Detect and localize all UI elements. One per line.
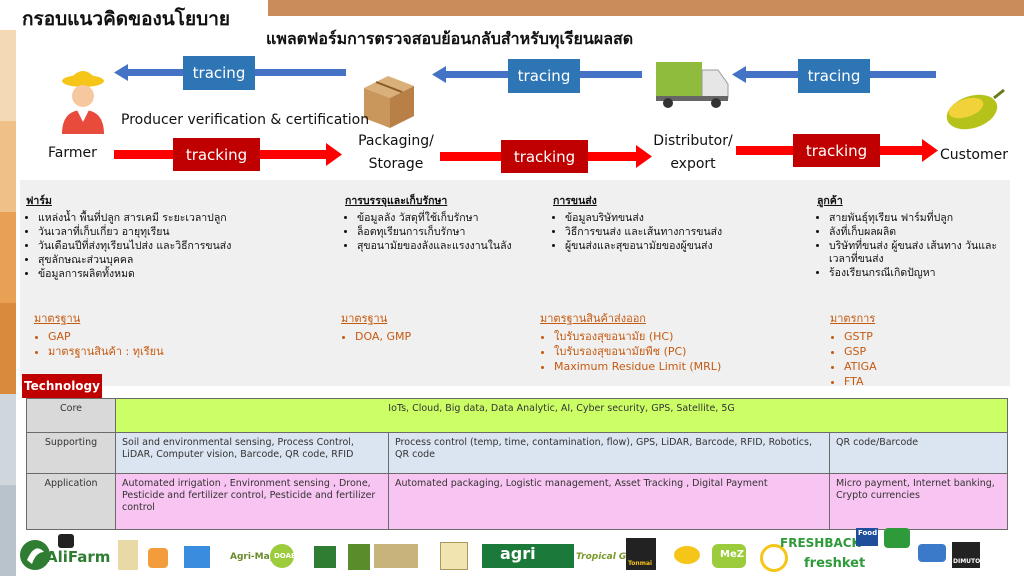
node-packaging: Packaging/Storage (358, 133, 434, 172)
freshback-logo: FRESHBACK (780, 536, 861, 550)
farmer-icon (62, 71, 104, 134)
durian-icon (946, 88, 1005, 130)
partner-logo-strip: AliFarm Agri-Map DOAE agri Tropical Gree… (18, 528, 1018, 576)
tech-row-core: Core IoTs, Cloud, Big data, Data Analyti… (26, 398, 1008, 433)
tracing-label-1: tracing (192, 64, 246, 82)
partner-logo-icon (348, 544, 370, 570)
tech-row-label: Supporting (26, 432, 116, 474)
partner-logo-icon (184, 546, 210, 568)
partner-logo-icon (374, 544, 418, 568)
tech-cell: Soil and environmental sensing, Process … (115, 432, 389, 474)
tracing-arrow-1 (114, 56, 346, 90)
node-customer: Customer (940, 147, 1009, 163)
freshket-logo: freshket (804, 556, 866, 571)
top-accent-bar (268, 0, 1024, 16)
doae-logo: DOAE (274, 552, 296, 560)
standards-export: มาตรฐานสินค้าส่งออก ใบรับรองสุขอนามัย (H… (540, 309, 790, 374)
agri-logo-bg (482, 544, 574, 568)
dimuto-logo: DIMUTO (953, 558, 981, 565)
dimuto-logo-icon (952, 542, 980, 568)
tonmai-logo-icon (626, 538, 656, 570)
mez-logo: MeZ (720, 549, 744, 560)
info-column-packaging: การบรรจุและเก็บรักษา ข้อมูลลัง วัสดุที่ใ… (345, 192, 540, 254)
doae-logo-icon (270, 544, 294, 568)
partner-logo-icon (918, 544, 946, 562)
standards-farm: มาตรฐาน GAP มาตรฐานสินค้า : ทุเรียน (34, 309, 294, 359)
food-logo-icon (856, 528, 878, 546)
partner-logo-icon (314, 546, 336, 568)
node-farmer: Farmer (48, 145, 97, 161)
mez-logo-icon (712, 544, 746, 568)
alifarm-logo-icon (20, 540, 50, 570)
alifarm-logo: AliFarm (46, 548, 111, 566)
technology-badge: Technology (22, 374, 102, 398)
tracking-arrow-1 (114, 138, 342, 171)
info-column-customer: ลูกค้า สายพันธุ์ทุเรียน ฟาร์มที่ปลูก ลัง… (817, 192, 1007, 281)
tracking-label-3: tracking (805, 142, 868, 160)
flow-diagram (62, 56, 1005, 173)
camera-logo-icon (58, 534, 74, 548)
tonmai-logo: Tonmai (628, 560, 653, 567)
tech-cell: QR code/Barcode (829, 432, 1008, 474)
side-stripes (0, 30, 16, 576)
info-column-transport: การขนส่ง ข้อมูลบริษัทขนส่ง วิธีการขนส่ง … (553, 192, 768, 254)
agrimap-logo: Agri-Map (230, 552, 277, 562)
durian-logo-icon (674, 546, 700, 564)
node-distributor: Distributor/export (653, 133, 733, 172)
platform-title: แพลตฟอร์มการตรวจสอบย้อนกลับสำหรับทุเรียน… (266, 29, 634, 48)
tech-cell: Automated packaging, Logistic management… (388, 473, 830, 530)
tech-cell: IoTs, Cloud, Big data, Data Analytic, AI… (115, 398, 1008, 433)
tracking-arrow-3 (736, 134, 938, 167)
agri-logo: agri (500, 544, 536, 563)
tech-row-application: Application Automated irrigation , Envir… (26, 473, 1008, 530)
tech-cell: Automated irrigation , Environment sensi… (115, 473, 389, 530)
tech-cell: Micro payment, Internet banking, Crypto … (829, 473, 1008, 530)
partner-logo-icon (884, 528, 910, 548)
producer-verification-note: Producer verification & certification (121, 112, 370, 128)
tracing-label-3: tracing (807, 67, 861, 85)
standards-customer: มาตรการ GSTP GSP ATIGA FTA (830, 309, 970, 389)
tech-cell: Process control (temp, time, contaminati… (388, 432, 830, 474)
info-panel (20, 180, 1010, 386)
tracking-arrow-2 (440, 140, 652, 173)
partner-logo-icon (148, 548, 168, 568)
page-title: กรอบแนวคิดของนโยบาย (22, 8, 230, 30)
tracking-label-1: tracking (185, 146, 248, 164)
tech-row-label: Core (26, 398, 116, 433)
tropical-green-logo: Tropical Green (576, 552, 650, 562)
tracing-arrow-3 (732, 59, 936, 93)
tracking-label-2: tracking (513, 148, 576, 166)
partner-logo-icon (118, 540, 138, 570)
food-logo: Food (858, 529, 878, 537)
technology-table: Core IoTs, Cloud, Big data, Data Analyti… (26, 398, 1008, 530)
partner-logo-icon (440, 542, 468, 570)
truck-icon (656, 62, 729, 108)
tracing-label-2: tracing (517, 67, 571, 85)
tracing-arrow-2 (432, 59, 642, 93)
tech-row-label: Application (26, 473, 116, 530)
tech-row-supporting: Supporting Soil and environmental sensin… (26, 432, 1008, 474)
package-box-icon (364, 76, 414, 128)
partner-logo-icon (760, 544, 788, 572)
info-column-farm: ฟาร์ม แหล่งน้ำ พื้นที่ปลูก สารเคมี ระยะเ… (26, 192, 326, 282)
standards-packaging: มาตรฐาน DOA, GMP (341, 309, 521, 344)
